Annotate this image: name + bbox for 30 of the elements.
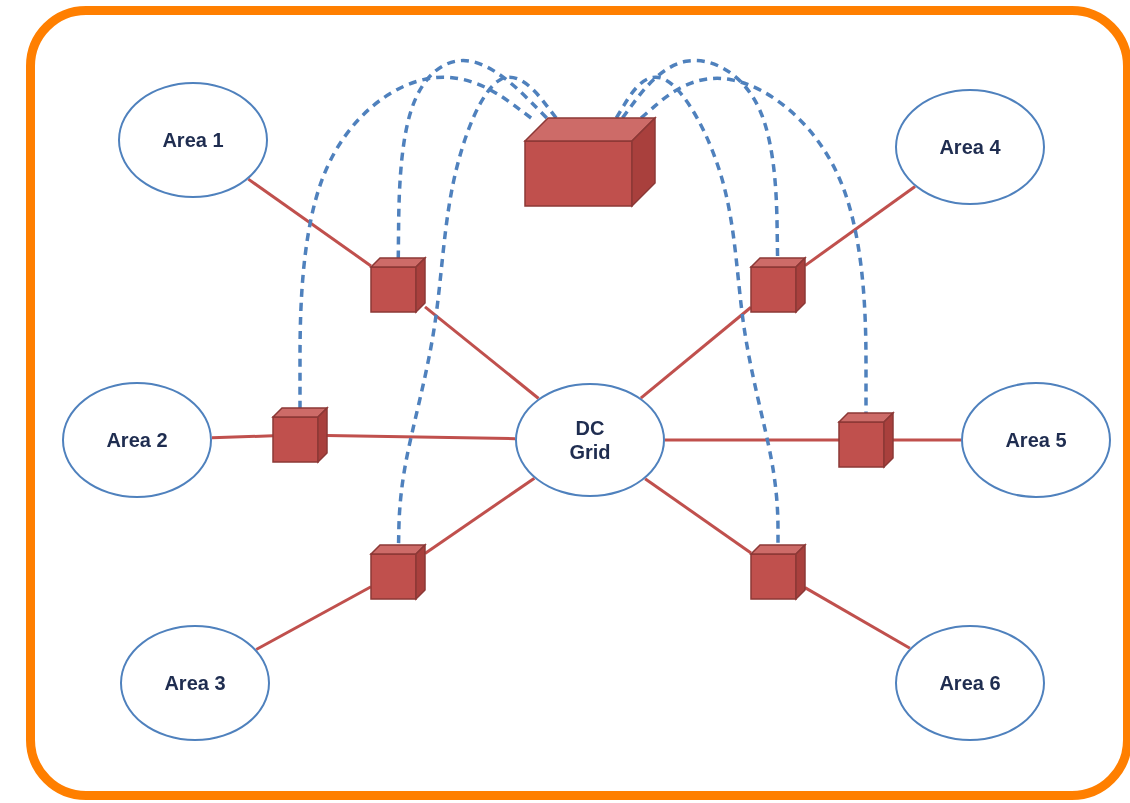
cube	[371, 258, 425, 312]
node-label: Area 6	[939, 671, 1001, 695]
power-line	[211, 434, 274, 440]
cube	[371, 545, 425, 599]
power-line	[804, 586, 911, 650]
node-label: Area 4	[939, 135, 1001, 159]
power-line	[665, 438, 839, 442]
node-label: Area 5	[1005, 428, 1067, 452]
dashed-link	[621, 58, 780, 259]
power-line	[804, 185, 916, 267]
cube	[839, 413, 893, 467]
node-label: Area 2	[106, 428, 168, 452]
power-line	[639, 306, 752, 400]
power-line	[326, 433, 516, 441]
node-label: Area 1	[162, 128, 224, 152]
dashed-link	[396, 75, 558, 546]
cube	[525, 118, 655, 206]
power-line	[644, 477, 752, 555]
node-label: Area 3	[164, 671, 226, 695]
dashed-link	[298, 75, 533, 408]
power-line	[247, 177, 372, 268]
cube	[751, 258, 805, 312]
power-line	[424, 477, 536, 555]
dashed-link	[396, 58, 548, 258]
cube	[273, 408, 327, 462]
cube	[751, 545, 805, 599]
power-line	[424, 305, 540, 400]
dashed-link	[614, 75, 780, 545]
power-line	[893, 438, 961, 442]
node-label: DC Grid	[568, 416, 612, 464]
